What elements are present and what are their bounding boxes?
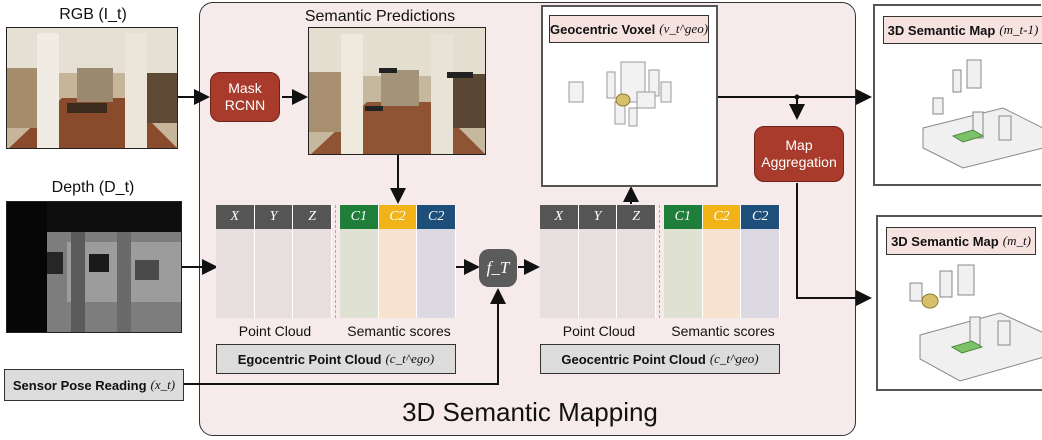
ego-column-z: Z [293, 205, 333, 318]
geocentric-point-cloud-table: X Y Z C1 C2 C2 [540, 205, 781, 318]
ego-column-z-header: Z [293, 205, 333, 229]
geo-column-c2a: C2 [702, 205, 742, 318]
arrow-sensorpose-to-ft [184, 288, 506, 385]
egocentric-point-cloud-table: X Y Z C1 C2 C2 [216, 205, 457, 318]
rgb-image [6, 27, 178, 149]
ego-column-c2a-body [378, 229, 418, 318]
ego-column-c2a: C2 [378, 205, 418, 318]
ego-column-x-body [216, 229, 255, 318]
geo-column-z-body [617, 229, 657, 318]
ego-column-y: Y [254, 205, 294, 318]
ego-column-x-header: X [216, 205, 255, 229]
geo-divider [659, 205, 660, 318]
ego-column-y-body [254, 229, 294, 318]
semantic-map-curr-title: 3D Semantic Map(m_t) [886, 227, 1036, 255]
geo-column-x-body [540, 229, 579, 318]
ego-column-c1-header: C1 [340, 205, 379, 229]
geo-column-c1: C1 [664, 205, 703, 318]
geocentric-voxel-panel: Geocentric Voxel(v_t^geo) [541, 5, 718, 187]
depth-label: Depth (D_t) [51, 179, 135, 196]
semantic-predictions-title: Semantic Predictions [304, 8, 456, 25]
geo-column-c1-header: C1 [664, 205, 703, 229]
geo-column-c2b-header: C2 [741, 205, 781, 229]
geo-column-y-body [578, 229, 618, 318]
ego-point-cloud-columns: X Y Z [216, 205, 333, 318]
ego-column-c2b-body [417, 229, 457, 318]
ego-column-z-body [293, 229, 333, 318]
geocentric-point-cloud-box: Geocentric Point Cloud(c_t^geo) [540, 344, 780, 374]
geocentric-voxel-title: Geocentric Voxel(v_t^geo) [549, 15, 709, 43]
rgb-label: RGB (I_t) [59, 6, 127, 23]
ego-divider [335, 205, 336, 318]
geo-column-c2a-body [702, 229, 742, 318]
semantic-predictions-image [308, 27, 486, 155]
semantic-map-prev-panel: 3D Semantic Map(m_t-1) [873, 4, 1042, 186]
ego-column-c2b-header: C2 [417, 205, 457, 229]
semantic-map-prev-render [922, 59, 1042, 169]
geo-point-cloud-label: Point Cloud [562, 323, 636, 339]
depth-image [6, 201, 182, 333]
semantic-map-curr-panel: 3D Semantic Map(m_t) [876, 215, 1042, 391]
semantic-map-prev-title: 3D Semantic Map(m_t-1) [883, 16, 1042, 44]
geo-column-c2b: C2 [741, 205, 781, 318]
geo-column-c2b-body [741, 229, 781, 318]
sensor-pose-box: Sensor Pose Reading(x_t) [4, 369, 184, 401]
geo-column-z-header: Z [617, 205, 657, 229]
ego-column-y-header: Y [254, 205, 294, 229]
semantic-map-curr-render [909, 264, 1042, 382]
ego-column-c2a-header: C2 [378, 205, 418, 229]
ego-column-c2b: C2 [417, 205, 457, 318]
ego-semantic-scores-label: Semantic scores [347, 323, 451, 339]
geo-point-cloud-columns: X Y Z [540, 205, 657, 318]
ego-semantic-score-columns: C1 C2 C2 [340, 205, 457, 318]
geo-column-c2a-header: C2 [702, 205, 742, 229]
ego-column-c1-body [340, 229, 379, 318]
section-title: 3D Semantic Mapping [402, 397, 658, 427]
transform-ft-node: f_T [479, 249, 517, 287]
geo-column-x: X [540, 205, 579, 318]
geo-semantic-score-columns: C1 C2 C2 [664, 205, 781, 318]
egocentric-point-cloud-box: Egocentric Point Cloud(c_t^ego) [216, 344, 456, 374]
ego-column-x: X [216, 205, 255, 318]
geo-column-x-header: X [540, 205, 579, 229]
ego-column-c1: C1 [340, 205, 379, 318]
geo-semantic-scores-label: Semantic scores [671, 323, 775, 339]
voxel-render [568, 61, 672, 127]
ego-point-cloud-label: Point Cloud [238, 323, 312, 339]
geo-column-y-header: Y [578, 205, 618, 229]
geo-column-z: Z [617, 205, 657, 318]
geo-column-c1-body [664, 229, 703, 318]
geo-column-y: Y [578, 205, 618, 318]
arrow-aggregation-to-mapcurr [796, 183, 872, 306]
